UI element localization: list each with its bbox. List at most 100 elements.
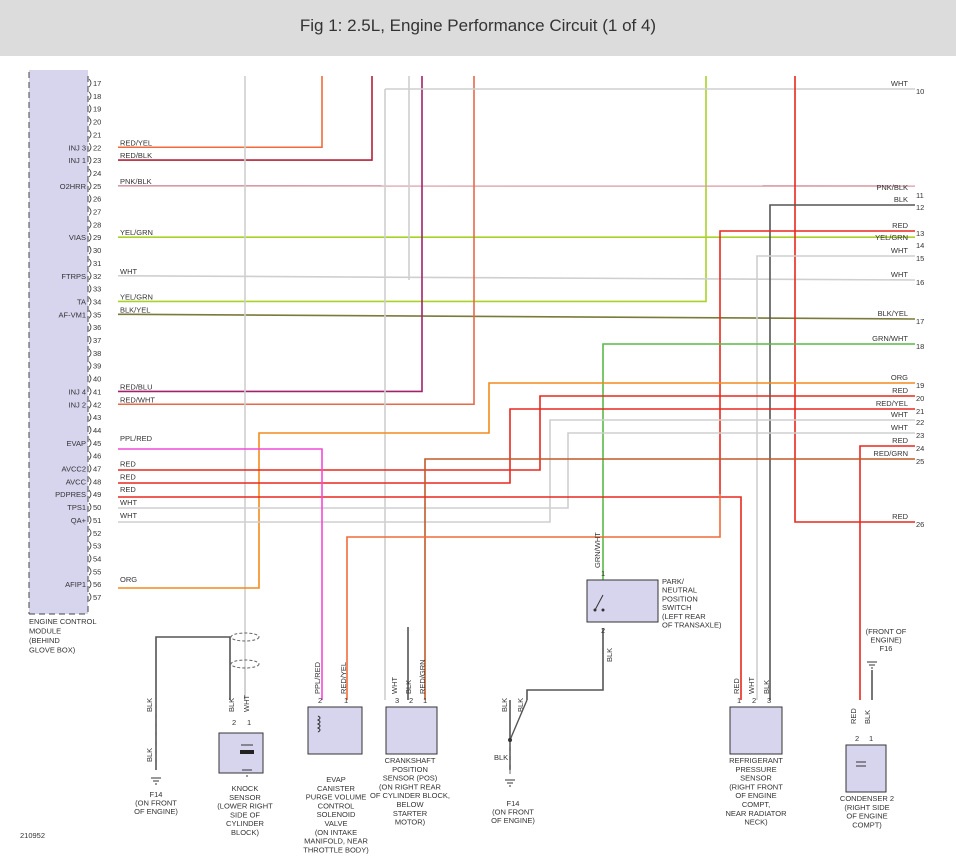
ecm-wire-label: BLK/YEL [120, 305, 150, 314]
components [151, 579, 887, 793]
ecm-pin-number: 45 [93, 439, 101, 448]
evap-caption-line: CONTROL [318, 801, 355, 810]
connector-wire-label: RED [892, 436, 908, 445]
ecm-wire-label: WHT [120, 511, 137, 520]
wire-avcc2 [118, 395, 915, 471]
connector-number: 20 [916, 394, 924, 403]
connector-wire-label: WHT [891, 79, 908, 88]
f14-left-wire-label: BLK [145, 748, 154, 762]
wire-24 [859, 445, 915, 700]
ground-f14-left-icon [151, 777, 161, 785]
ckp-caption-line: BELOW [396, 800, 424, 809]
ecm-pin-number: 37 [93, 336, 101, 345]
refrig-caption-line: OF ENGINE [735, 791, 776, 800]
knock-caption-line: BLOCK) [231, 828, 259, 837]
evap-valve-box [307, 706, 363, 755]
connector-wire-label: RED [892, 221, 908, 230]
pnp-pin: 2 [601, 626, 605, 635]
pnp-caption-line: SWITCH [662, 603, 692, 612]
connector-wire-label: WHT [891, 423, 908, 432]
ecm-pin-name: O2HRR [60, 182, 87, 191]
ecm-pin-number: 41 [93, 387, 101, 396]
ecm-caption-line: (BEHIND [29, 636, 60, 645]
wire-13 [719, 230, 915, 494]
ecm-wire-label: WHT [120, 267, 137, 276]
refrig-caption-line: COMPT, [742, 800, 770, 809]
wire-inj4 [118, 76, 423, 393]
ground_f14_left-caption-line: F14 [150, 790, 163, 799]
ecm-wire-label: YEL/GRN [120, 292, 153, 301]
ecm-caption-line: ENGINE CONTROL [29, 617, 97, 626]
ckp-caption-line: SENSOR (POS) [383, 774, 438, 783]
wire-18 [602, 343, 915, 580]
refrig-pin: 3 [767, 696, 771, 705]
evap-caption-line: SOLENOID [317, 810, 356, 819]
wire-evap [118, 448, 323, 700]
ecm-pin-arrow [88, 310, 92, 319]
knock-caption-line: KNOCK [232, 784, 259, 793]
figure-title: Fig 1: 2.5L, Engine Performance Circuit … [299, 16, 657, 35]
ecm-pin-arrow [88, 425, 92, 435]
connector-wire-label: BLK/YEL [878, 309, 908, 318]
wire-qa [118, 419, 915, 523]
ecm-pin-number: 31 [93, 259, 101, 268]
ecm-pin-name: VIAS [69, 233, 86, 242]
connector-number: 22 [916, 418, 924, 427]
ecm-pin-arrow [88, 194, 92, 203]
ecm-pin-arrow [88, 220, 92, 229]
ecm-pin-arrow [88, 322, 92, 332]
ecm-pin-number: 28 [93, 220, 101, 229]
ecm-pin-number: 25 [93, 182, 101, 191]
connector-number: 14 [916, 241, 924, 250]
knock-pin: 2 [232, 718, 236, 727]
ecm-pin-arrow [88, 579, 92, 589]
ecm-pin-arrow [88, 438, 92, 448]
ecm-pin-number: 32 [93, 272, 101, 281]
wire-inj1 [118, 76, 373, 161]
wire-avcc [118, 408, 915, 484]
connector-number: 24 [916, 444, 924, 453]
ecm-pin-number: 51 [93, 516, 101, 525]
ckp-caption-line: MOTOR) [395, 818, 426, 827]
pnp-caption-line: OF TRANSAXLE) [662, 621, 722, 630]
ecm-pin-number: 40 [93, 375, 101, 384]
ecm-pin-number: 20 [93, 118, 101, 127]
ecm-pin-name: INJ 2 [68, 400, 86, 409]
ecm-pin-number: 24 [93, 169, 101, 178]
knock-wire-label: WHT [242, 695, 251, 712]
ecm-pin-number: 48 [93, 477, 101, 486]
ecm-pin-arrow [88, 361, 92, 370]
refrig-pin: 1 [737, 696, 741, 705]
condenser-box [845, 744, 887, 793]
switch-node-icon [601, 608, 605, 612]
ecm-wire-label: WHT [120, 498, 137, 507]
ckp-wire-label: RED/GRN [418, 659, 427, 694]
refrig-caption-line: REFRIGERANT [729, 756, 783, 765]
connector-number: 17 [916, 317, 924, 326]
connector-wire-label: RED/GRN [873, 449, 908, 458]
wire-pdpres [118, 496, 742, 700]
ecm-pin-arrow [88, 104, 92, 113]
pnp-wire-label: GRN/WHT [593, 532, 602, 568]
ckp-wire-label: WHT [390, 677, 399, 694]
wire-tps1 [118, 432, 915, 509]
ecm-pin-name: AF-VM1 [58, 310, 86, 319]
refrig-wire-label: WHT [747, 677, 756, 694]
ecm-pin-number: 50 [93, 503, 101, 512]
ecm-pin-arrow [88, 592, 92, 602]
ecm-pin-number: 57 [93, 593, 101, 602]
ecm-pin-number: 19 [93, 105, 101, 114]
ground_f16-caption-line: F16 [880, 644, 893, 653]
ecm-pin-number: 27 [93, 208, 101, 217]
ckp-pin: 3 [395, 696, 399, 705]
ckp-wire-label: BLK [404, 680, 413, 694]
ecm-pin-number: 38 [93, 349, 101, 358]
ecm-pin-name: EVAP [67, 439, 86, 448]
ecm-pin-arrow [88, 451, 92, 460]
pnp-caption-line: PARK/ [662, 577, 685, 586]
wire-26 [794, 76, 915, 523]
pnp-pin: 1 [601, 569, 605, 578]
ecm-wire-label: RED [120, 460, 136, 469]
piezo-icon [240, 750, 254, 754]
